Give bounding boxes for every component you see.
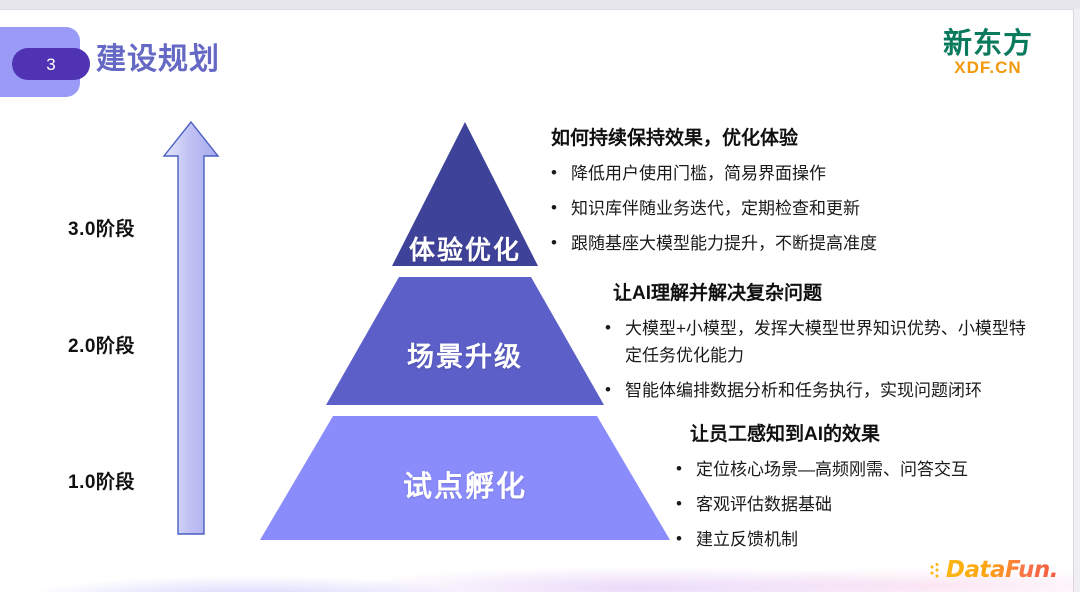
bullet-item: • 大模型+小模型，发挥大模型世界知识优势、小模型特定任务优化能力 [605,315,1030,369]
stage-label-1: 1.0阶段 [68,472,135,493]
bullet-item: • 智能体编排数据分析和任务执行，实现问题闭环 [605,377,1030,404]
content-block-stage1: 让员工感知到AI的效果 • 定位核心场景—高频刚需、问答交互 • 客观评估数据基… [676,422,1026,553]
bullet-dot-icon: • [676,458,682,478]
bullet-item: • 跟随基座大模型能力提升，不断提高准度 [551,230,1021,257]
bullet-dot-icon: • [551,197,557,217]
header-number-badge: 3 [12,48,90,80]
page-title: 建设规划 [96,43,220,76]
header-badge-number: 3 [46,54,56,74]
bullet-text: 跟随基座大模型能力提升，不断提高准度 [571,234,877,254]
bullet-item: • 定位核心场景—高频刚需、问答交互 [676,456,1026,483]
bullet-text: 降低用户使用门槛，简易界面操作 [571,163,826,183]
pyramid-tier-bottom-shape[interactable] [260,416,670,540]
brand-name-cn: 新东方 [942,26,1033,60]
bullet-text: 大模型+小模型，发挥大模型世界知识优势、小模型特定任务优化能力 [625,318,1026,365]
stage-label-2: 2.0阶段 [68,336,135,357]
top-chrome-strip [0,0,1080,10]
brand-name-en: XDF.CN [954,58,1022,77]
progress-arrow [160,118,222,538]
bullet-text: 建立反馈机制 [696,530,798,550]
bullet-item: • 建立反馈机制 [676,526,1026,553]
content-heading-stage1: 让员工感知到AI的效果 [690,424,881,445]
content-block-stage2: 让AI理解并解决复杂问题 • 大模型+小模型，发挥大模型世界知识优势、小模型特定… [605,281,1030,404]
bullet-item: • 降低用户使用门槛，简易界面操作 [551,160,1021,187]
right-chrome-strip [1074,9,1080,592]
pyramid-tier-middle-shape[interactable] [326,277,604,405]
bullet-item: • 客观评估数据基础 [676,491,1026,518]
stage-label-3: 3.0阶段 [68,219,135,240]
datafun-wordmark: DataFun. [945,557,1059,583]
content-heading-stage2: 让AI理解并解决复杂问题 [613,283,823,304]
bullet-dot-icon: • [551,233,557,253]
right-border-rule [1073,9,1074,592]
bullet-text: 客观评估数据基础 [696,494,832,514]
brand-logo: 新东方 XDF.CN [920,26,1056,77]
bullet-dot-icon: • [551,162,557,182]
dots-icon [930,562,939,577]
bullet-dot-icon: • [676,493,682,513]
up-arrow-icon [162,120,220,535]
bullet-dot-icon: • [605,317,611,337]
pyramid-shapes [260,122,670,540]
datafun-watermark: DataFun. [929,557,1059,583]
bullet-text: 知识库伴随业务迭代，定期检查和更新 [571,198,860,218]
bullet-dot-icon: • [676,529,682,549]
bullet-text: 智能体编排数据分析和任务执行，实现问题闭环 [625,381,982,401]
bullet-dot-icon: • [605,380,611,400]
content-block-stage3: 如何持续保持效果，优化体验 • 降低用户使用门槛，简易界面操作 • 知识库伴随业… [551,126,1021,257]
content-heading-stage3: 如何持续保持效果，优化体验 [551,128,799,149]
pyramid-tier-top-shape[interactable] [392,122,538,266]
bullet-item: • 知识库伴随业务迭代，定期检查和更新 [551,195,1021,222]
bullet-text: 定位核心场景—高频刚需、问答交互 [696,459,968,479]
